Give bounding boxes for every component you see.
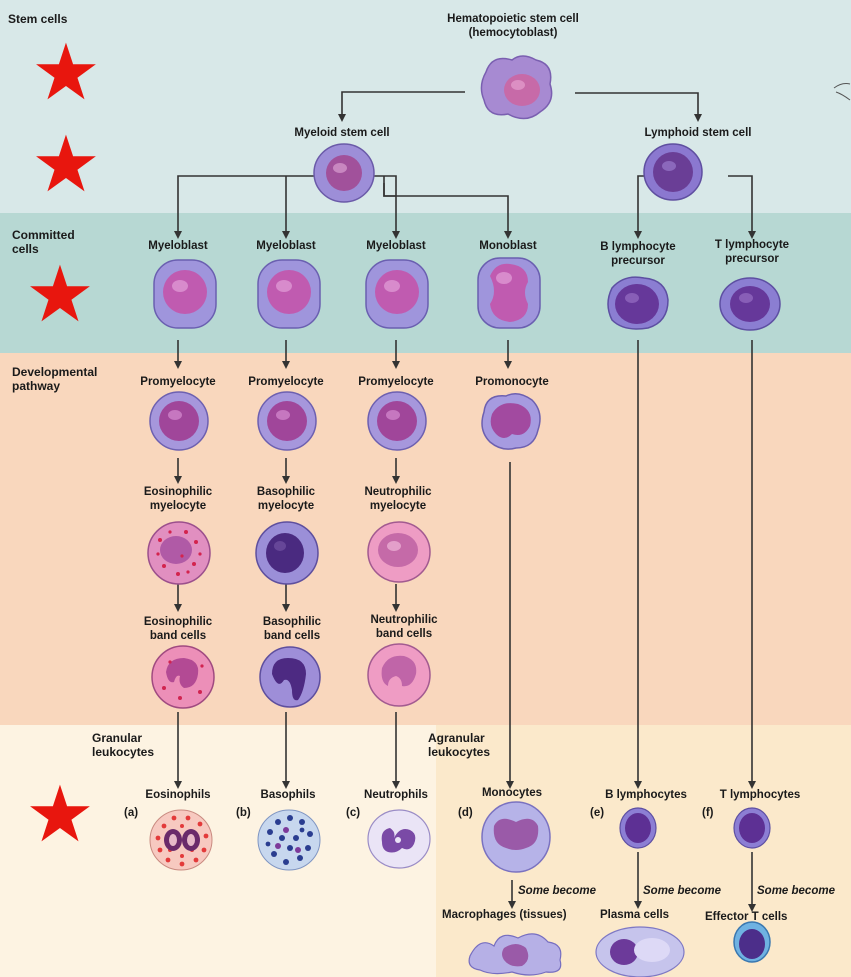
letter-b: (b) [236,807,251,819]
label-some-become-2: Some become [643,885,721,897]
neutrophilic-myelocyte-image [367,521,431,583]
promyelocyte-1-image [149,391,209,451]
myeloblast-2-image [257,259,321,329]
star-marker-1: ★ [31,28,101,118]
star-marker-2: ★ [31,120,101,210]
eosinophilic-myelocyte-image [147,521,211,585]
label-promyelocyte-2: Promyelocyte [248,376,324,388]
myeloblast-3-image [365,259,429,329]
myeloblast-1-image [153,259,217,329]
label-eosinophilic-band-cells: Eosinophilic band cells [143,616,213,642]
letter-a: (a) [124,807,139,819]
label-t-lymphocytes: T lymphocytes [719,789,801,801]
label-promonocyte: Promonocyte [475,376,549,388]
label-myeloblast-2: Myeloblast [256,240,316,252]
t-lymphocyte-image [733,807,771,849]
lymphoid-stem-cell-image [643,143,703,201]
label-macrophages: Macrophages (tissues) [442,909,567,921]
label-promyelocyte-3: Promyelocyte [358,376,434,388]
label-some-become-3: Some become [757,885,835,897]
star-marker-3: ★ [25,250,95,340]
letter-e: (e) [590,807,605,819]
label-monocytes: Monocytes [481,787,543,799]
promyelocyte-3-image [367,391,427,451]
eosinophilic-band-cell-image [151,645,215,709]
label-effector-t-cells: Effector T cells [705,911,788,923]
b-lymphocyte-image [619,807,657,849]
label-basophils: Basophils [260,789,316,801]
promyelocyte-2-image [257,391,317,451]
label-promyelocyte-1: Promyelocyte [140,376,216,388]
section-agranular-leukocytes: Agranular leukocytes [428,731,491,759]
label-basophilic-band-cells: Basophilic band cells [262,616,322,642]
label-b-lymphocyte-precursor: B lymphocyte precursor [600,241,676,267]
label-eosinophils: Eosinophils [145,789,211,801]
label-t-lymphocyte-precursor: T lymphocyte precursor [714,239,790,265]
letter-c: (c) [346,807,361,819]
label-myeloblast-1: Myeloblast [148,240,208,252]
label-some-become-1: Some become [518,885,596,897]
neutrophil-image [367,809,431,869]
effector-t-cell-image [733,921,771,963]
label-basophilic-myelocyte: Basophilic myelocyte [256,486,316,512]
myeloid-stem-cell-image [313,143,375,203]
letter-d: (d) [458,807,473,819]
b-lymphocyte-precursor-image [607,276,669,330]
label-eosinophilic-myelocyte: Eosinophilic myelocyte [143,486,213,512]
stem-cells-band [0,0,851,214]
label-plasma-cells: Plasma cells [600,909,670,921]
basophilic-myelocyte-image [255,521,319,585]
star-marker-4: ★ [25,770,95,860]
plasma-cell-image [595,926,685,977]
neutrophilic-band-cell-image [367,643,431,707]
macrophage-image [468,933,562,976]
label-neutrophils: Neutrophils [364,789,428,801]
granular-leukocytes-band [0,725,436,977]
label-neutrophilic-myelocyte: Neutrophilic myelocyte [364,486,432,512]
label-lymphoid-stem-cell: Lymphoid stem cell [644,127,752,139]
monocyte-image [481,801,551,873]
label-hematopoietic-stem-cell: Hematopoietic stem cell (hemocytoblast) [447,13,579,39]
basophilic-band-cell-image [259,646,321,708]
label-b-lymphocytes: B lymphocytes [605,789,687,801]
t-lymphocyte-precursor-image [719,277,781,331]
label-myeloblast-3: Myeloblast [366,240,426,252]
label-neutrophilic-band-cells: Neutrophilic band cells [370,614,438,640]
hematopoietic-stem-cell-image [480,55,553,120]
basophil-image [257,809,321,871]
monoblast-image [477,257,541,329]
label-myeloid-stem-cell: Myeloid stem cell [294,127,390,139]
section-committed-cells: Committed cells [12,228,75,256]
promonocyte-image [481,393,541,450]
letter-f: (f) [702,807,714,819]
label-monoblast: Monoblast [479,240,537,252]
section-stem-cells: Stem cells [8,12,68,26]
section-granular-leukocytes: Granular leukocytes [92,731,155,759]
section-developmental-pathway: Developmental pathway [12,365,98,393]
eosinophil-image [149,809,213,871]
